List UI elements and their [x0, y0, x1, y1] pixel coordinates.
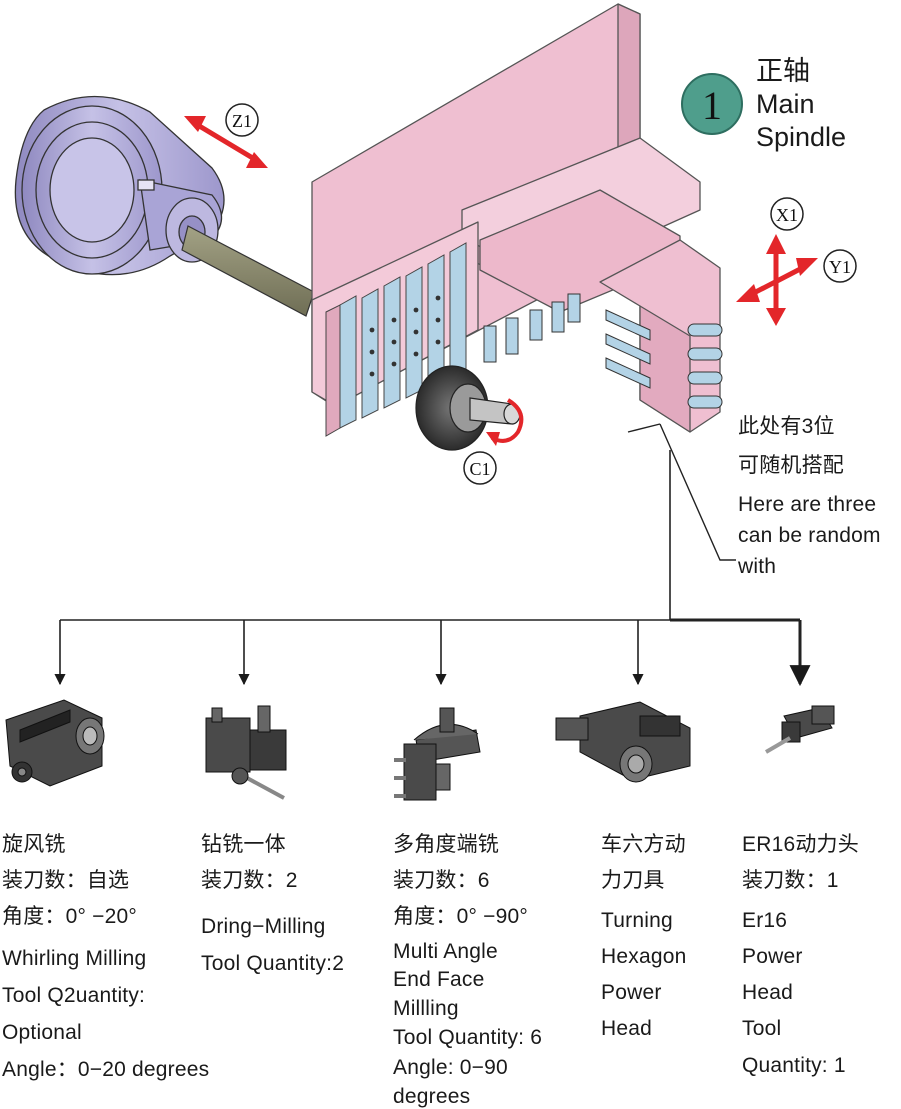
tool2-line: 钻铣一体 — [201, 833, 286, 856]
tool5-line: Quantity: 1 — [742, 1054, 846, 1077]
tool4-line: 车六方动 — [601, 833, 686, 856]
side-tools — [605, 309, 723, 409]
axis-x1-label: X1 — [776, 205, 798, 225]
live-spindles — [483, 293, 581, 363]
tool4-line: Hexagon — [601, 945, 687, 968]
title-en-spindle: Spindle — [756, 122, 847, 152]
tool3-line: 角度：0° −90° — [393, 905, 528, 928]
gang-tools — [325, 242, 467, 437]
tool5-line: Power — [742, 945, 803, 968]
tool4-line: Head — [601, 1017, 653, 1040]
note-cn-1: 此处有3位 — [738, 415, 835, 438]
tool3-line: Tool Quantity: 6 — [393, 1026, 543, 1049]
tool1-line: 角度：0° −20° — [2, 905, 137, 928]
tool5-line: 装刀数：1 — [742, 869, 839, 892]
tool-image-multi-angle — [394, 707, 481, 801]
tool2-line: Tool Quantity:2 — [201, 952, 345, 975]
axis-y1-label: Y1 — [829, 257, 851, 277]
tool2-line: 装刀数：2 — [201, 869, 298, 892]
axis-c1-label: C1 — [469, 459, 490, 479]
tool3-line: Millling — [393, 997, 459, 1020]
tool3-line: Multi Angle — [393, 940, 498, 963]
title-cn: 正轴 — [756, 56, 810, 86]
tool4-line: Turning — [601, 909, 673, 932]
tool-image-er16-power-head — [764, 705, 835, 754]
tool1-line: 旋风铣 — [2, 833, 66, 856]
note-en-2: can be random — [738, 524, 881, 547]
tool1-line: Angle：0−20 degrees — [2, 1058, 210, 1081]
badge-number: 1 — [702, 83, 722, 128]
sub-spindle — [415, 365, 521, 451]
x1-y1-arrows — [736, 234, 818, 326]
tool5-line: Er16 — [742, 909, 788, 932]
tool-distribution-tree — [54, 450, 811, 687]
axis-circles — [225, 103, 857, 485]
tool5-line: ER16动力头 — [742, 833, 859, 856]
note-cn-2: 可随机搭配 — [738, 454, 844, 477]
tool5-line: Tool — [742, 1017, 782, 1040]
tool-image-whirling-milling — [5, 699, 105, 787]
tool2-line: Dring−Milling — [201, 915, 326, 938]
tool5-line: Head — [742, 981, 794, 1004]
tool3-line: 装刀数：6 — [393, 869, 490, 892]
main-spindle-badge — [681, 73, 743, 135]
tool1-line: 装刀数：自选 — [2, 869, 130, 892]
title-en-main: Main — [756, 89, 815, 119]
tool-image-drill-milling — [205, 705, 287, 800]
z1-arrow — [184, 116, 268, 168]
bar-stock — [181, 225, 315, 317]
tool3-line: 多角度端铣 — [393, 833, 499, 856]
tool3-line: degrees — [393, 1085, 471, 1108]
axis-z1-label: Z1 — [232, 111, 252, 131]
tool1-line: Tool Q2uantity: — [2, 984, 146, 1007]
tool4-line: 力刀具 — [601, 869, 665, 892]
c1-rotation-arrow — [486, 398, 524, 446]
note-en-3: with — [738, 555, 777, 578]
holder-holes — [369, 295, 441, 377]
tool3-line: Angle: 0−90 — [393, 1056, 508, 1079]
tool3-line: End Face — [393, 968, 485, 991]
tool-image-hexagon-turning — [555, 701, 691, 783]
note-pointer — [627, 423, 736, 561]
tool1-line: Optional — [2, 1021, 82, 1044]
tool1-line: Whirling Milling — [2, 947, 147, 970]
note-en-1: Here are three — [738, 493, 877, 516]
tool4-line: Power — [601, 981, 662, 1004]
